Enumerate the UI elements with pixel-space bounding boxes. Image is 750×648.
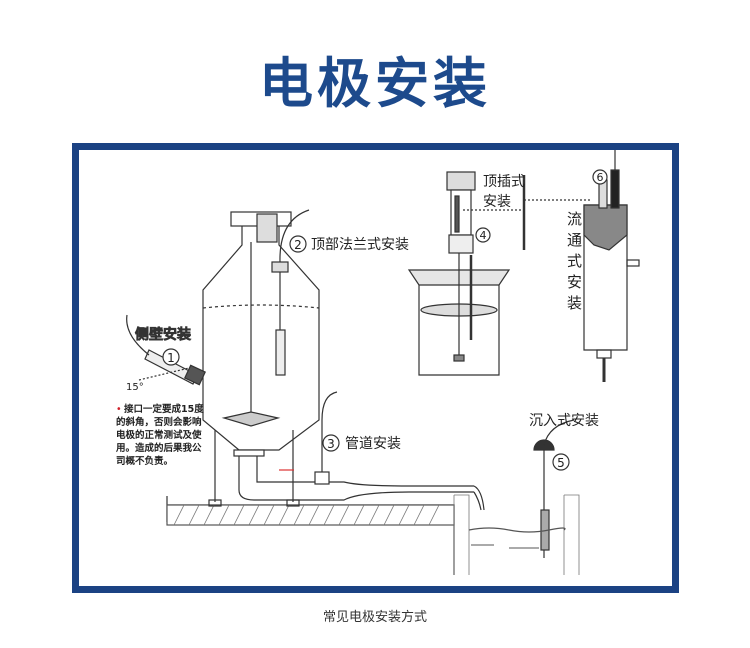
flow-char: 流	[567, 210, 582, 228]
number-5: 5	[557, 456, 565, 470]
side-wall-electrode	[126, 314, 207, 386]
electrode-installation-diagram: 侧壁安装 1 15° • 接口一定要成15度 的斜角，否则会影响 电极的正常测试…	[115, 150, 640, 575]
note-line: 电极的正常测试及使	[116, 429, 202, 441]
pipe-line	[238, 391, 485, 511]
warning-note: • 接口一定要成15度 的斜角，否则会影响 电极的正常测试及使 用。造成的后果我…	[115, 403, 204, 467]
reactor-tank	[202, 211, 320, 507]
label-pipe: 管道安装	[345, 436, 401, 452]
note-line: 司概不负责。	[116, 455, 173, 467]
number-2: 2	[294, 238, 302, 252]
diagram-frame: 侧壁安装 1 15° • 接口一定要成15度 的斜角，否则会影响 电极的正常测试…	[72, 143, 679, 593]
top-insert-vessel	[407, 171, 590, 376]
note-line: 的斜角，否则会影响	[116, 416, 202, 428]
diagram-caption: 常见电极安装方式	[322, 610, 427, 625]
label-flow-through: 流 通 式 安 装	[567, 210, 582, 312]
top-flange-electrode	[271, 209, 310, 376]
angle-label: 15°	[126, 382, 144, 393]
number-6: 6	[597, 171, 604, 184]
label-top-insert-1: 顶插式	[483, 174, 525, 190]
flow-char: 通	[567, 231, 582, 249]
note-bullet: •	[116, 404, 122, 415]
label-side-wall: 侧壁安装	[135, 327, 191, 343]
flow-through-cell	[583, 150, 640, 382]
flow-char: 式	[567, 252, 582, 270]
page-title: 电极安装	[259, 52, 491, 115]
number-4: 4	[480, 229, 487, 242]
note-line: 接口一定要成15度	[124, 403, 204, 415]
label-immersion: 沉入式安装	[529, 413, 599, 429]
label-top-insert-2: 安装	[483, 194, 511, 210]
label-top-flange: 顶部法兰式安装	[311, 237, 409, 253]
immersion-electrode	[468, 419, 575, 558]
number-3: 3	[327, 437, 335, 451]
number-1: 1	[167, 351, 175, 365]
note-line: 用。造成的后果我公	[115, 442, 202, 454]
flow-char: 安	[567, 273, 582, 291]
ground	[166, 494, 580, 575]
flow-char: 装	[567, 294, 582, 312]
